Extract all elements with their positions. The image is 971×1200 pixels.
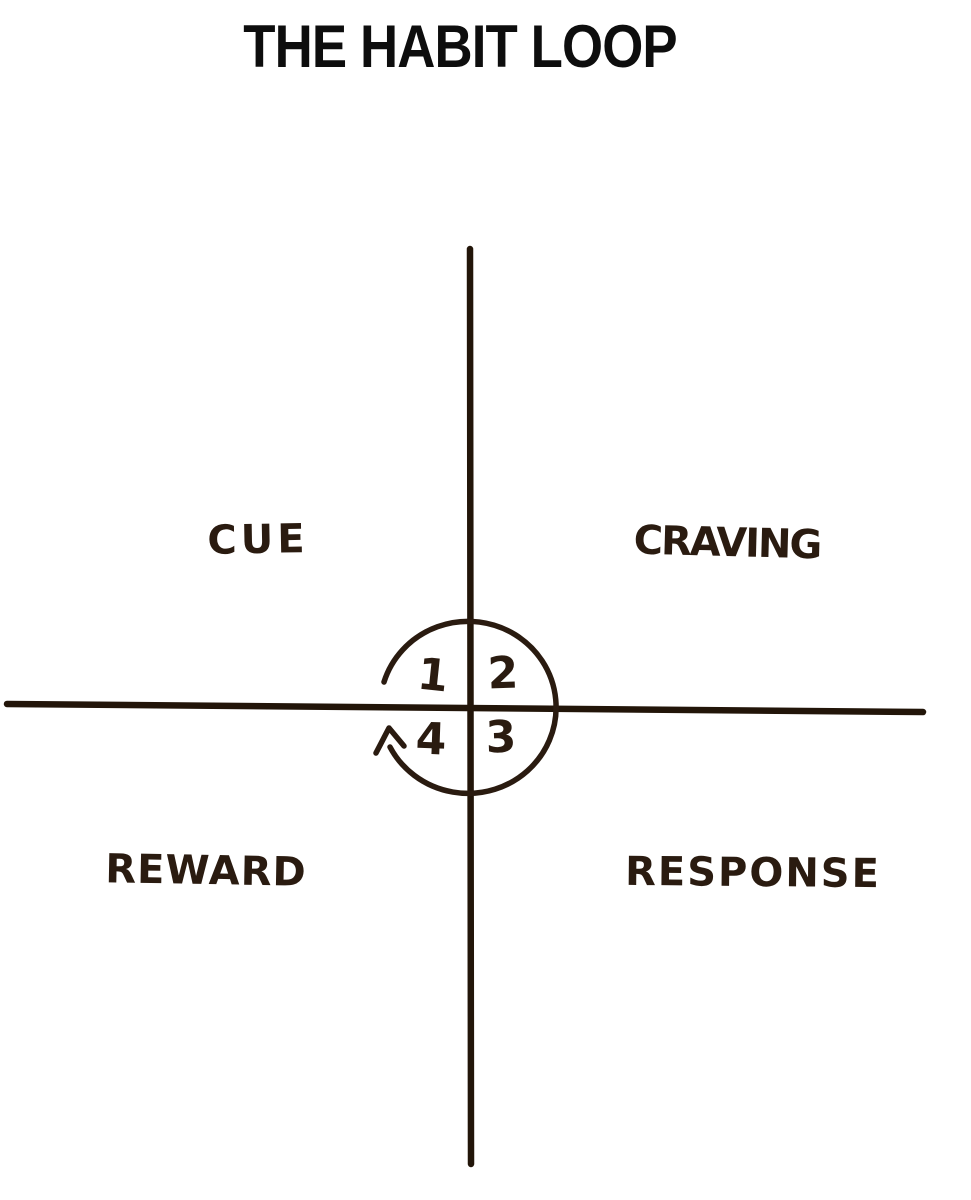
quadrant-label-reward: REWARD xyxy=(104,846,308,896)
step-number-1: 1 xyxy=(415,648,451,703)
loop-arrowhead-icon xyxy=(373,725,407,756)
horizontal-axis-line xyxy=(3,700,927,716)
step-number-4: 4 xyxy=(414,713,448,766)
loop-circle-arc xyxy=(381,618,559,797)
step-number-3: 3 xyxy=(484,711,518,764)
page-title: THE HABIT LOOP xyxy=(243,13,677,80)
quadrant-label-response: RESPONSE xyxy=(624,848,882,898)
quadrant-label-cue: CUE xyxy=(207,516,309,564)
quadrant-label-craving: CRAVING xyxy=(633,517,821,569)
step-number-2: 2 xyxy=(486,647,520,700)
